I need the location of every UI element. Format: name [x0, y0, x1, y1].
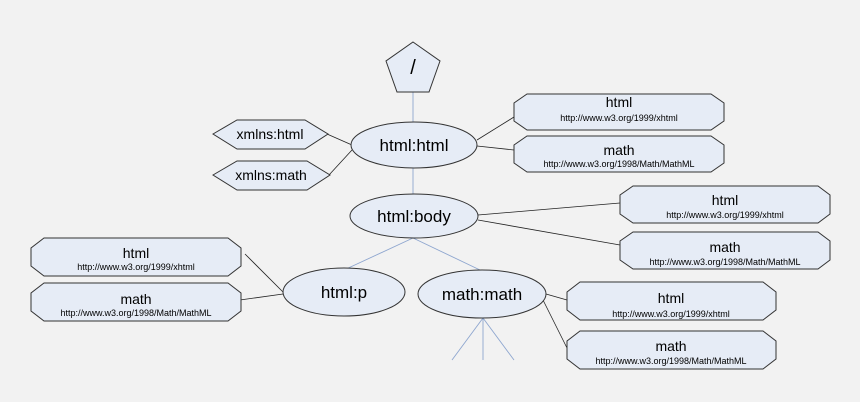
- edge-body-p: [343, 237, 414, 271]
- element-shape: [350, 121, 478, 169]
- edge-html-ns-math: [476, 145, 515, 151]
- root-node: /: [385, 41, 441, 93]
- edge-p-ns-math: [239, 293, 284, 301]
- namespace-prefix: math: [655, 338, 686, 354]
- root-shape: [385, 41, 441, 93]
- namespace-uri: http://www.w3.org/1998/Math/MathML: [649, 257, 800, 267]
- namespace-prefix: html: [606, 94, 632, 110]
- namespace-node: html http://www.w3.org/1999/xhtml: [513, 93, 725, 131]
- namespace-node: html http://www.w3.org/1999/xhtml: [30, 237, 242, 277]
- attribute-label: xmlns:html: [237, 126, 304, 142]
- element-label: math:math: [442, 285, 522, 304]
- attribute-shape: [212, 119, 329, 150]
- namespace-shape: [30, 237, 242, 277]
- element-label: html:p: [321, 283, 367, 302]
- edge-math-child-1: [451, 317, 484, 361]
- namespace-shape: [513, 135, 725, 173]
- edges: [239, 92, 621, 361]
- namespace-node: math http://www.w3.org/1998/Math/MathML: [566, 330, 777, 370]
- element-shape: [417, 269, 547, 319]
- namespace-prefix: html: [712, 192, 738, 208]
- namespace-prefix: html: [658, 290, 684, 306]
- namespace-prefix: math: [120, 291, 151, 307]
- element-label: html:body: [377, 207, 451, 226]
- namespace-node: html http://www.w3.org/1999/xhtml: [619, 185, 831, 224]
- element-shape: [349, 193, 479, 239]
- edge-math-ns-html: [545, 293, 568, 301]
- element-node-html-p: html:p: [282, 267, 406, 317]
- namespace-node: html http://www.w3.org/1999/xhtml: [566, 281, 777, 321]
- edge-html-ns-html: [476, 116, 515, 141]
- element-shape: [282, 267, 406, 317]
- namespace-uri: http://www.w3.org/1998/Math/MathML: [543, 159, 694, 169]
- namespace-node: math http://www.w3.org/1998/Math/MathML: [513, 135, 725, 173]
- edge-body-math: [412, 237, 481, 271]
- namespace-uri: http://www.w3.org/1999/xhtml: [560, 113, 678, 123]
- namespace-uri: http://www.w3.org/1998/Math/MathML: [60, 308, 211, 318]
- namespace-shape: [566, 281, 777, 321]
- edge-math-child-3: [482, 317, 515, 361]
- edge-math-ns-math: [542, 299, 568, 349]
- namespace-prefix: math: [603, 142, 634, 158]
- namespace-shape: [566, 330, 777, 370]
- edge-body-ns-math: [477, 219, 621, 246]
- namespace-shape: [513, 93, 725, 131]
- namespace-shape: [619, 185, 831, 224]
- namespace-node: math http://www.w3.org/1998/Math/MathML: [30, 282, 242, 322]
- edge-p-ns-html: [244, 253, 284, 293]
- element-node-html-html: html:html: [350, 121, 478, 169]
- attribute-node-xmlns-html: xmlns:html: [212, 119, 329, 150]
- attribute-label: xmlns:math: [235, 167, 307, 183]
- attribute-shape: [212, 160, 331, 191]
- edge-attr-xmlns-math: [328, 149, 353, 176]
- namespace-prefix: html: [123, 245, 149, 261]
- element-label: html:html: [380, 136, 449, 155]
- edge-attr-xmlns-html: [326, 133, 353, 146]
- namespace-shape: [30, 282, 242, 322]
- element-node-math-math: math:math: [417, 269, 547, 319]
- attribute-node-xmlns-math: xmlns:math: [212, 160, 331, 191]
- namespace-prefix: math: [709, 239, 740, 255]
- namespace-node: math http://www.w3.org/1998/Math/MathML: [619, 231, 831, 270]
- namespace-uri: http://www.w3.org/1999/xhtml: [612, 309, 730, 319]
- edge-body-ns-html: [477, 202, 621, 216]
- namespace-shape: [619, 231, 831, 270]
- namespace-uri: http://www.w3.org/1999/xhtml: [77, 262, 195, 272]
- element-node-html-body: html:body: [349, 193, 479, 239]
- root-label: /: [410, 57, 416, 79]
- namespace-uri: http://www.w3.org/1998/Math/MathML: [595, 356, 746, 366]
- namespace-uri: http://www.w3.org/1999/xhtml: [666, 210, 784, 220]
